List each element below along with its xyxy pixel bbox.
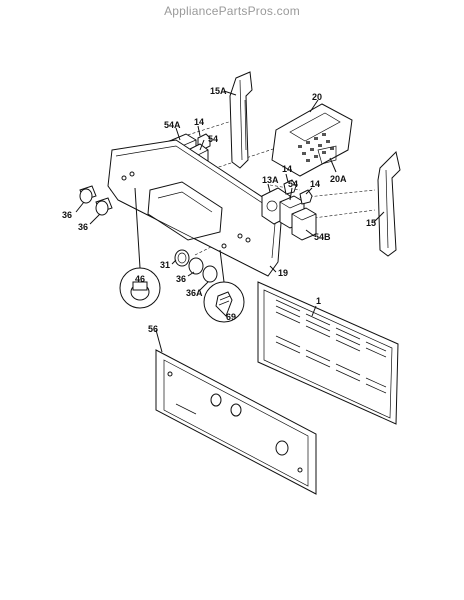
label-36a: 36A <box>186 288 203 298</box>
label-36-upper: 36 <box>62 210 72 220</box>
label-13a: 13A <box>262 175 279 185</box>
label-56: 56 <box>148 324 158 334</box>
switch-54b[interactable] <box>291 207 317 241</box>
label-15a: 15A <box>210 86 227 96</box>
leader-lines <box>75 90 385 353</box>
knob-36-upper[interactable] <box>79 185 97 204</box>
clip-14-mid[interactable] <box>283 179 297 195</box>
label-14-top: 14 <box>194 117 204 127</box>
label-19: 19 <box>278 268 288 278</box>
label-54a: 54A <box>164 120 181 130</box>
label-15: 15 <box>366 218 376 228</box>
back-panel-1[interactable] <box>257 281 399 437</box>
clip-14-right[interactable] <box>299 189 313 205</box>
label-36-bottom: 36 <box>176 274 186 284</box>
side-trim-left-15a[interactable] <box>229 71 253 169</box>
label-69: 69 <box>226 312 236 322</box>
knob-36-bottom[interactable] <box>188 257 204 275</box>
label-20a: 20A <box>330 174 347 184</box>
side-trim-right-15[interactable] <box>377 151 401 257</box>
callout-69[interactable] <box>203 249 245 323</box>
label-54-mid: 54 <box>288 179 298 189</box>
knob-31[interactable] <box>174 249 190 267</box>
lower-bracket-56[interactable] <box>155 349 317 495</box>
label-54b: 54B <box>314 232 331 242</box>
label-54-top: 54 <box>208 134 218 144</box>
control-board-20[interactable] <box>271 103 353 177</box>
control-panel-19[interactable] <box>107 139 283 277</box>
callout-46[interactable] <box>119 187 161 309</box>
label-1: 1 <box>316 296 321 306</box>
label-14-right: 14 <box>310 179 320 189</box>
label-46: 46 <box>135 274 145 284</box>
label-14-mid: 14 <box>282 164 292 174</box>
knob-36a[interactable] <box>202 265 218 283</box>
watermark-text: AppliancePartsPros.com <box>164 4 300 18</box>
part-labels: 15A 20 54A 14 54 20A 14 13A 54 14 15 54B… <box>62 86 376 334</box>
label-20: 20 <box>312 92 322 102</box>
board-bracket-20a[interactable] <box>317 145 337 165</box>
label-36-lower: 36 <box>78 222 88 232</box>
knob-36-lower[interactable] <box>95 197 113 216</box>
label-31: 31 <box>160 260 170 270</box>
